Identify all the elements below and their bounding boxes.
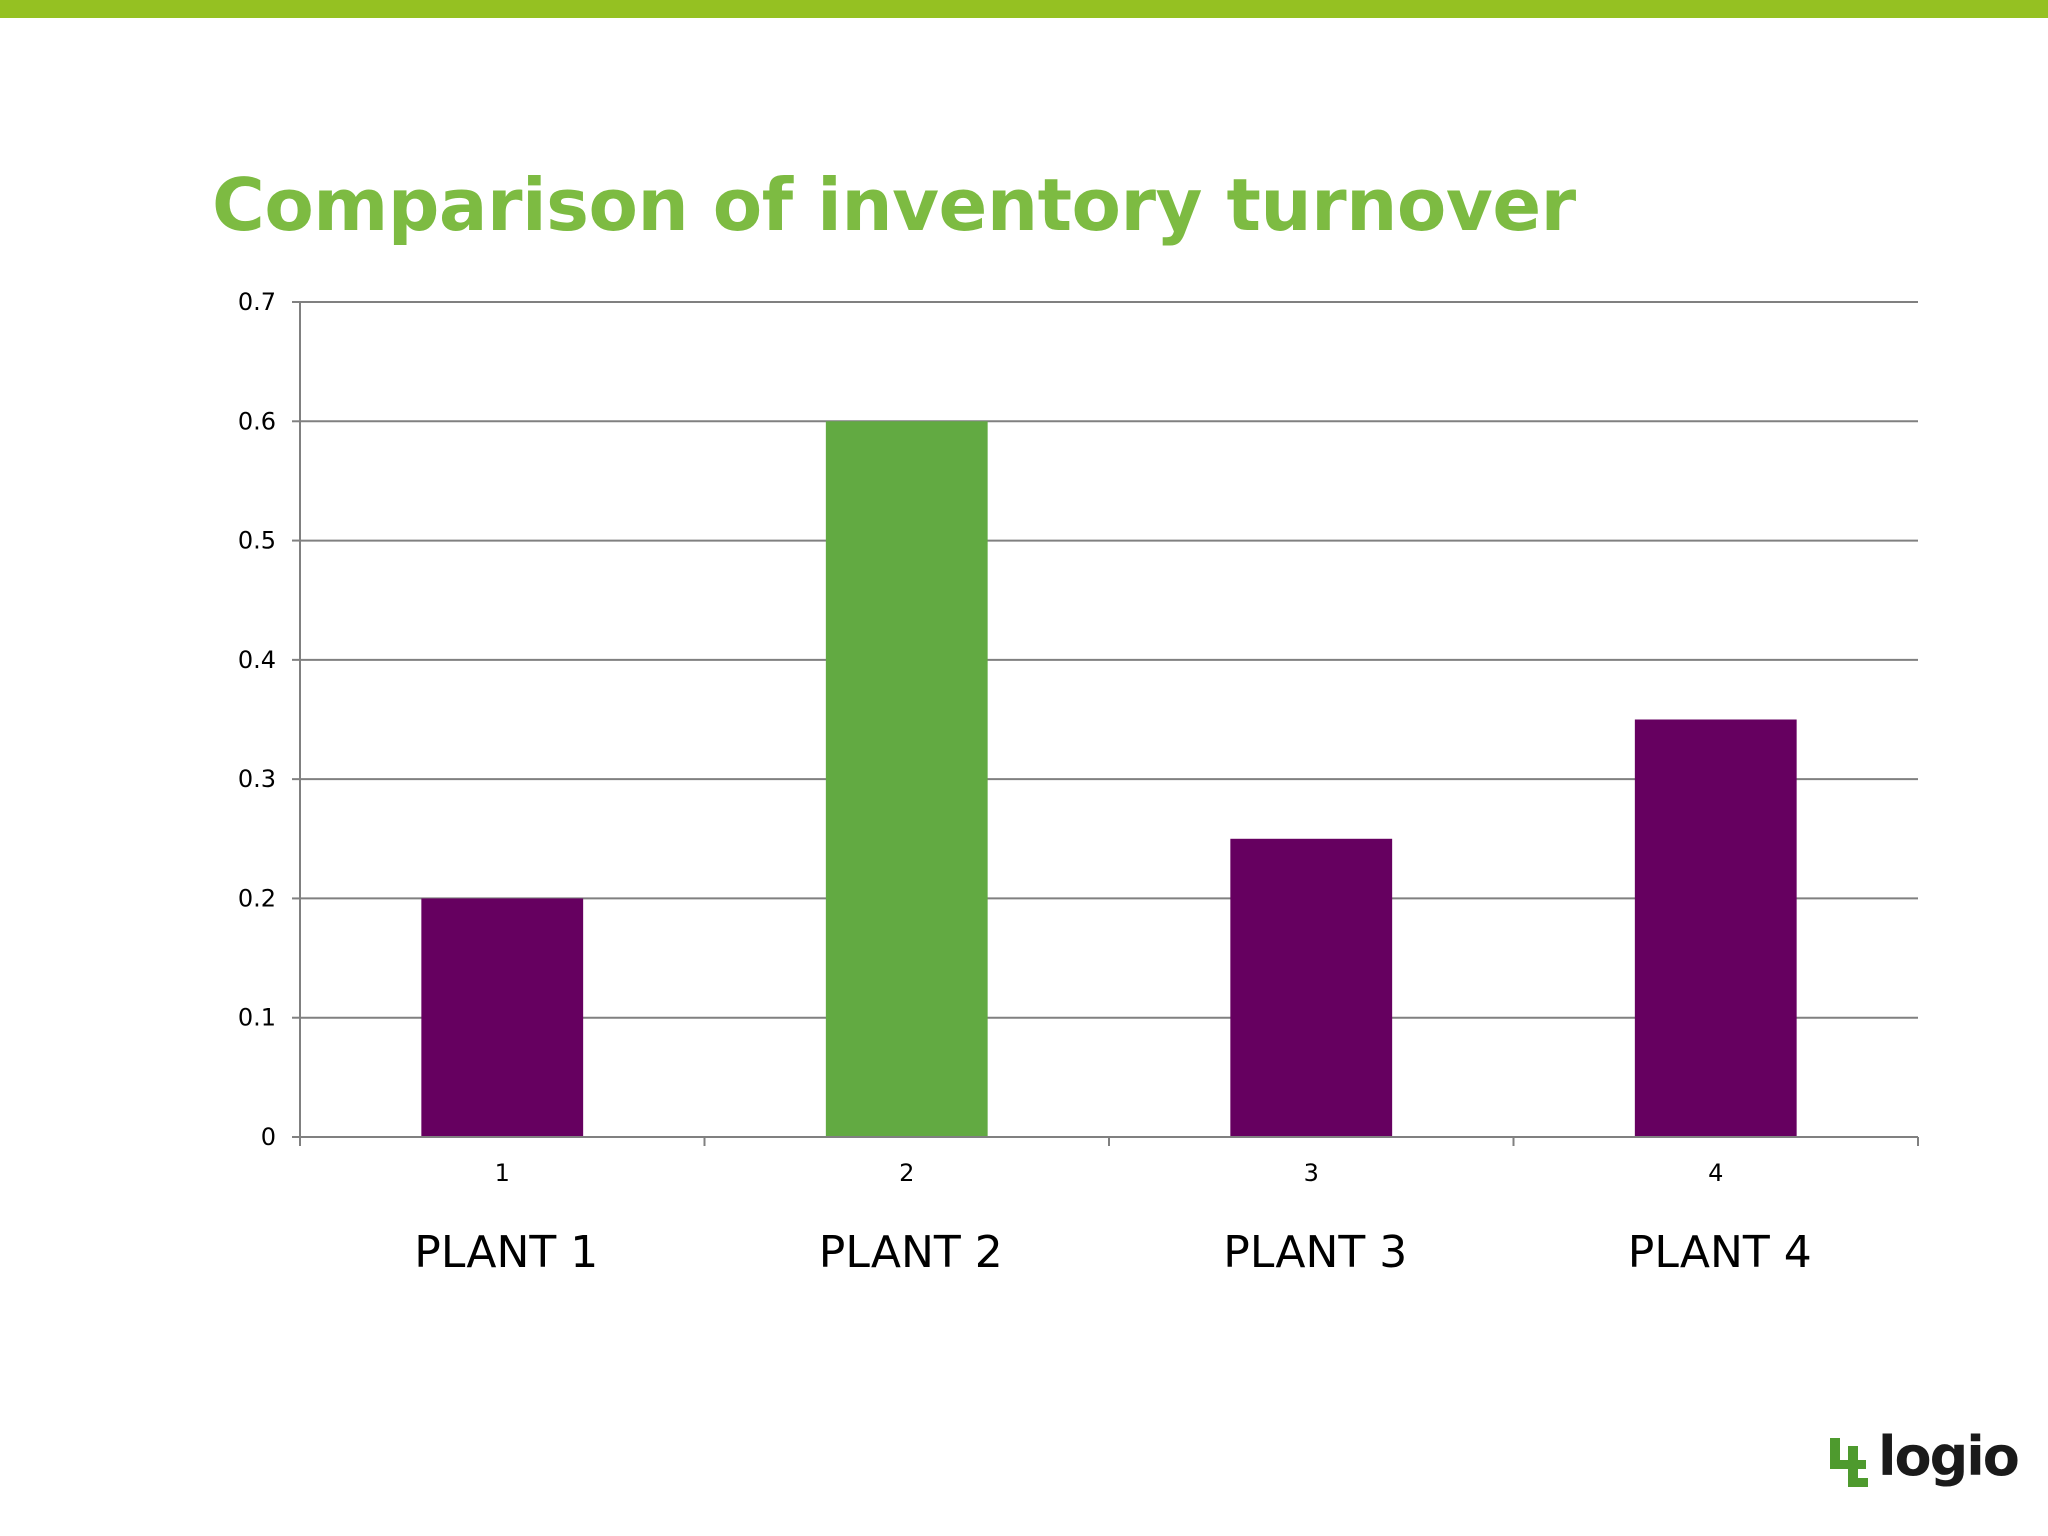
top-accent-bar (0, 0, 2048, 18)
logio-logo: logio (1826, 1425, 2020, 1498)
bar-4 (1634, 719, 1797, 1137)
y-tick-label: 0.3 (238, 765, 276, 793)
y-tick-label: 0.6 (238, 407, 276, 435)
bars (421, 421, 1797, 1137)
y-tick-label: 0.5 (238, 527, 276, 555)
bar-2 (825, 421, 988, 1137)
category-label-3: PLANT 3 (1223, 1227, 1407, 1278)
slide-title: Comparison of inventory turnover (212, 163, 1576, 247)
axes (292, 301, 1919, 1146)
logo-wordmark: logio (1878, 1425, 2020, 1488)
logio-mark-icon (1830, 1438, 1868, 1487)
y-tick-label: 0.2 (238, 884, 276, 912)
y-tick-label: 0.1 (238, 1004, 276, 1032)
y-tick-label: 0.4 (238, 646, 276, 674)
bar-3 (1230, 838, 1393, 1137)
category-label-4: PLANT 4 (1628, 1227, 1812, 1278)
y-tick-label: 0 (261, 1123, 276, 1151)
category-label-1: PLANT 1 (414, 1227, 598, 1278)
x-tick-label: 3 (1304, 1159, 1319, 1187)
x-tick-label: 1 (495, 1159, 510, 1187)
y-tick-label: 0.7 (238, 288, 276, 316)
bar-1 (421, 898, 584, 1137)
x-tick-label: 2 (899, 1159, 914, 1187)
x-tick-label: 4 (1708, 1159, 1723, 1187)
category-label-2: PLANT 2 (819, 1227, 1003, 1278)
